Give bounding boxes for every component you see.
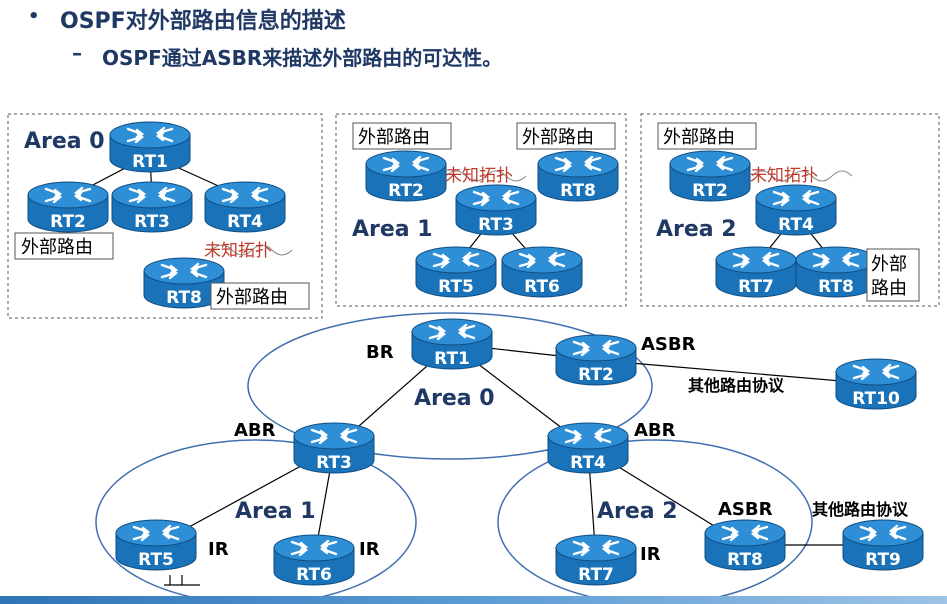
svg-text:RT3: RT3 — [478, 215, 514, 235]
area2-panel-label: Area 2 — [656, 217, 737, 242]
svg-text:RT6: RT6 — [524, 277, 560, 297]
area0-panel-frame — [7, 113, 323, 319]
p2-router-rt5: RT5 — [414, 245, 498, 299]
p1-ext-label-rt2: 外部路由 — [21, 237, 93, 258]
p2-ext-label-right: 外部路由 — [522, 127, 594, 148]
other-protocol-rt9: 其他路由协议 — [812, 500, 909, 519]
router-rt9: RT9 — [841, 518, 925, 572]
area1-label: Area 1 — [235, 499, 316, 524]
p1-router-rt1: RT1 — [108, 120, 192, 174]
area1-panel-label: Area 1 — [352, 217, 433, 242]
p3-router-rt4: RT4 — [754, 183, 838, 237]
p2-ext-box-right — [516, 122, 616, 150]
p2-router-rt8: RT8 — [536, 149, 620, 203]
p2-router-rt6: RT6 — [500, 245, 584, 299]
p2-unknown-topology: 未知拓扑 — [445, 166, 513, 186]
area2-ellipse — [497, 439, 813, 604]
svg-text:RT3: RT3 — [316, 453, 352, 473]
router-rt8: RT8 — [703, 518, 787, 572]
p3-router-rt8: RT8 — [794, 245, 878, 299]
router-rt6: RT6 — [272, 533, 356, 587]
area0-label: Area 0 — [414, 386, 495, 411]
p3-scribble — [751, 170, 853, 182]
role-br: BR — [366, 342, 394, 363]
p2-scribble — [445, 170, 527, 182]
svg-text:RT8: RT8 — [166, 288, 202, 308]
router-rt1: RT1 — [410, 317, 494, 371]
svg-text:RT10: RT10 — [852, 389, 900, 409]
router-rt7: RT7 — [554, 533, 638, 587]
role-abr-rt3: ABR — [234, 420, 276, 441]
svg-text:RT2: RT2 — [50, 212, 86, 232]
p3-ext-label-right-1: 外部 — [871, 254, 907, 275]
p2-ext-label-left: 外部路由 — [358, 127, 430, 148]
svg-text:RT1: RT1 — [132, 152, 168, 172]
p1-unknown-topology: 未知拓扑 — [204, 241, 272, 261]
p2-router-rt2: RT2 — [364, 149, 448, 203]
svg-text:RT8: RT8 — [818, 277, 854, 297]
p1-ext-box-rt2 — [14, 232, 114, 260]
p1-router-rt2: RT2 — [26, 180, 110, 234]
role-asbr-rt2: ASBR — [641, 334, 696, 355]
svg-text:RT8: RT8 — [727, 550, 763, 570]
svg-text:RT9: RT9 — [865, 550, 901, 570]
area0-ellipse — [247, 312, 653, 460]
p1-router-rt8: RT8 — [142, 256, 226, 310]
router-rt3: RT3 — [292, 421, 376, 475]
p3-ext-box-right — [866, 248, 920, 302]
svg-text:RT2: RT2 — [388, 181, 424, 201]
router-rt5: RT5 — [114, 518, 198, 572]
p3-router-rt2: RT2 — [668, 149, 752, 203]
p1-router-rt3: RT3 — [110, 180, 194, 234]
router-rt10: RT10 — [834, 357, 918, 411]
role-abr-rt4: ABR — [634, 420, 676, 441]
p1-ext-box-rt8 — [210, 282, 310, 310]
svg-text:RT2: RT2 — [578, 365, 614, 385]
router-rt4: RT4 — [546, 421, 630, 475]
svg-text:RT3: RT3 — [134, 212, 170, 232]
area0-panel-label: Area 0 — [24, 129, 105, 154]
bullet-dot: • — [28, 6, 40, 27]
svg-text:RT5: RT5 — [438, 277, 474, 297]
area1-panel-frame — [335, 113, 627, 307]
p1-router-rt4: RT4 — [203, 180, 287, 234]
other-protocol-rt10: 其他路由协议 — [688, 376, 785, 395]
area2-panel-frame — [640, 113, 940, 307]
slide-bottom-bar — [0, 596, 947, 604]
p3-ext-label-right-2: 路由 — [871, 278, 907, 299]
p2-ext-box-left — [352, 122, 452, 150]
area1-ellipse — [95, 439, 417, 604]
sub-bullet-text: OSPF通过ASBR来描述外部路由的可达性。 — [102, 46, 503, 70]
svg-text:RT8: RT8 — [560, 181, 596, 201]
p3-ext-label-left: 外部路由 — [663, 127, 735, 148]
area2-label: Area 2 — [597, 499, 678, 524]
bullet-title: OSPF对外部路由信息的描述 — [60, 9, 346, 34]
role-asbr-rt8: ASBR — [718, 499, 773, 520]
sub-bullet-dash: – — [72, 41, 82, 65]
svg-text:RT6: RT6 — [296, 565, 332, 585]
role-ir-rt7: IR — [640, 544, 661, 565]
svg-text:RT4: RT4 — [778, 215, 814, 235]
p1-ext-label-rt8: 外部路由 — [216, 287, 288, 308]
svg-text:RT4: RT4 — [570, 453, 606, 473]
router-rt2: RT2 — [554, 333, 638, 387]
p3-unknown-topology: 未知拓扑 — [750, 166, 818, 186]
p1-scribble — [211, 244, 293, 256]
role-ir-rt6: IR — [359, 539, 380, 560]
svg-text:RT7: RT7 — [738, 277, 774, 297]
role-ir-rt5: IR — [208, 539, 229, 560]
svg-text:RT2: RT2 — [692, 181, 728, 201]
svg-text:RT1: RT1 — [434, 349, 470, 369]
p3-ext-box-left — [657, 122, 757, 150]
p2-router-rt3: RT3 — [454, 183, 538, 237]
svg-text:RT7: RT7 — [578, 565, 614, 585]
svg-text:RT4: RT4 — [227, 212, 263, 232]
svg-text:RT5: RT5 — [138, 550, 174, 570]
p3-router-rt7: RT7 — [714, 245, 798, 299]
